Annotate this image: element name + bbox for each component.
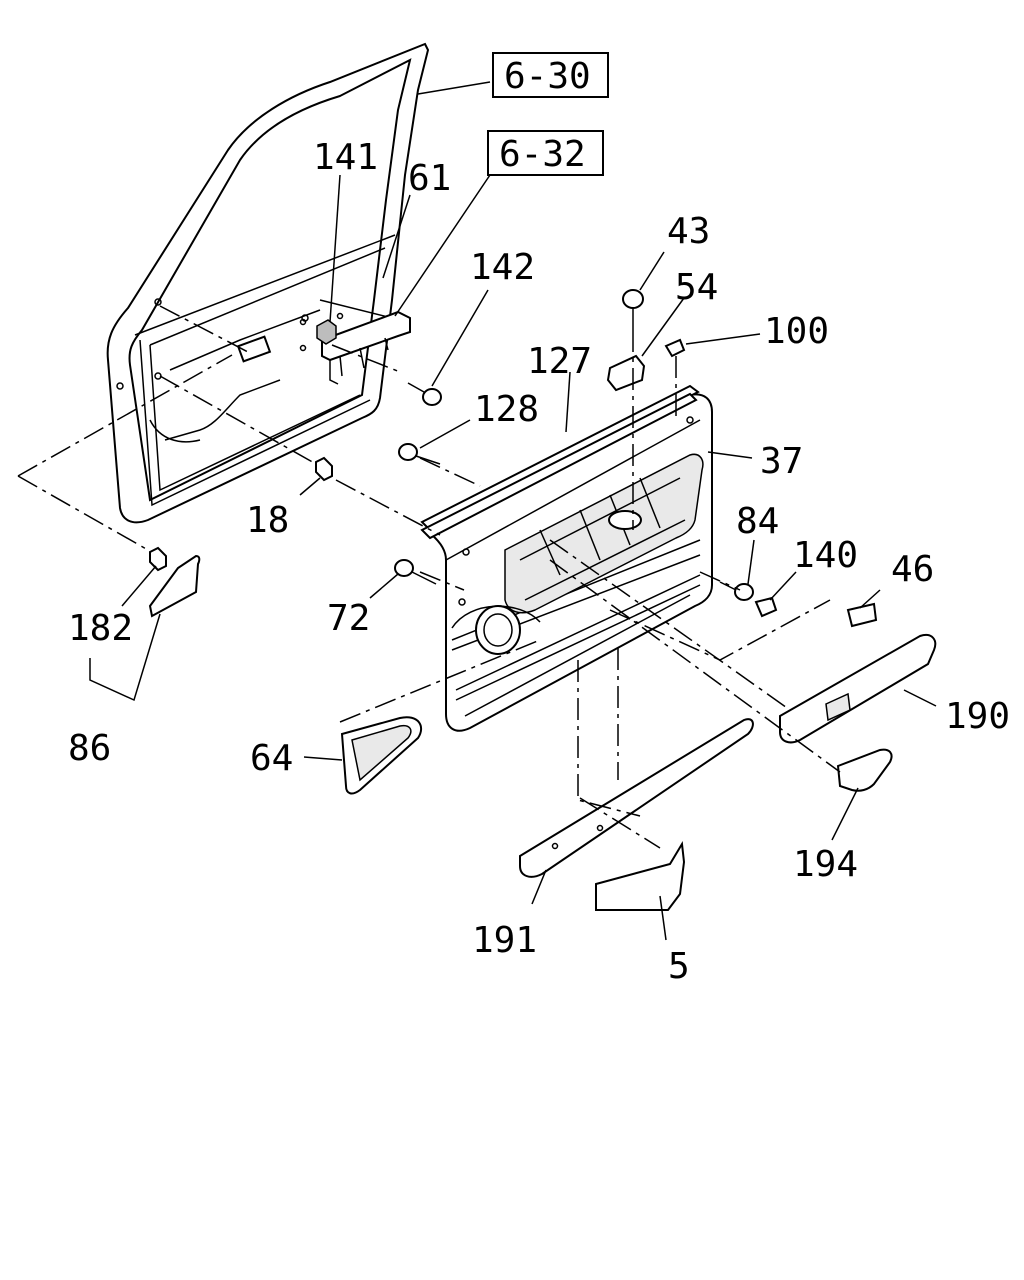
callout-61: 61: [408, 158, 451, 199]
callout-194: 194: [793, 844, 858, 885]
callout-127: 127: [527, 341, 592, 382]
ref-box-6-32: [487, 130, 604, 176]
callout-18: 18: [246, 500, 289, 541]
callout-5: 5: [668, 946, 690, 987]
callout-84: 84: [736, 501, 779, 542]
callout-142: 142: [470, 247, 535, 288]
ref-label-6-30: 6-30: [504, 56, 591, 97]
callout-100: 100: [764, 311, 829, 352]
callout-141: 141: [313, 137, 378, 178]
callout-191: 191: [472, 920, 537, 961]
callout-128: 128: [474, 389, 539, 430]
clip-141: [316, 319, 337, 345]
door-frame: [106, 42, 430, 524]
callout-190: 190: [945, 696, 1010, 737]
trim-pieces: [148, 554, 937, 911]
door-trim-panel: [430, 393, 713, 732]
assembly-lines: [17, 305, 841, 849]
leader-lines: [89, 81, 937, 941]
callout-labels: 141 61 142 43 54 100 127 128 37 18 84 14…: [68, 137, 1010, 987]
fasteners: [149, 289, 878, 628]
callout-43: 43: [667, 211, 710, 252]
belt-molding: [420, 384, 700, 540]
callout-54: 54: [675, 267, 718, 308]
reference-boxes: 6-30 6-32: [487, 52, 609, 176]
ref-box-6-30: [492, 52, 609, 98]
callout-86: 86: [68, 728, 111, 769]
ref-label-6-32: 6-32: [499, 134, 586, 175]
callout-72: 72: [327, 598, 370, 639]
callout-37: 37: [760, 441, 803, 482]
callout-46: 46: [891, 549, 934, 590]
callout-140: 140: [793, 535, 858, 576]
callout-64: 64: [250, 738, 293, 779]
callout-182: 182: [68, 608, 133, 649]
handle-bracket: [321, 310, 411, 385]
